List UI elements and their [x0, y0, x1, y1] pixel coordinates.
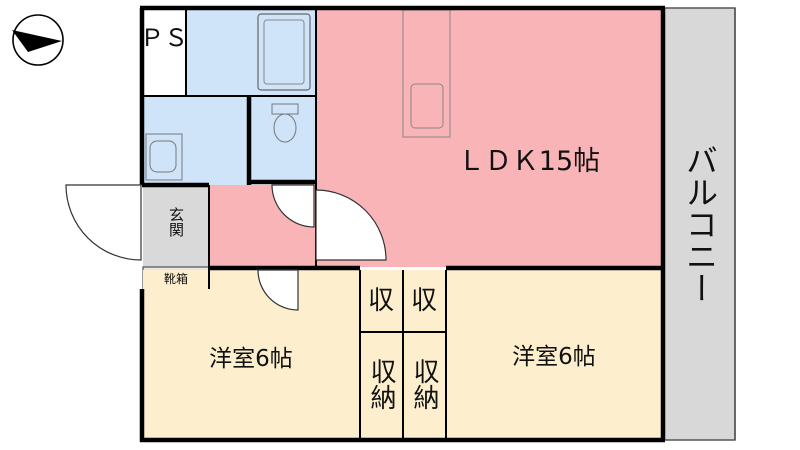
kitchen-sink	[410, 83, 444, 129]
bedroom-door-swing	[257, 269, 299, 311]
north-arrow-icon	[12, 14, 64, 66]
ldk-door-swing	[315, 189, 387, 261]
entrance-door-swing	[65, 184, 142, 261]
ldk-label: ＬＤＫ15帖	[458, 146, 600, 177]
bedroom-east-area	[446, 270, 663, 440]
ps-label: ＰＳ	[140, 24, 188, 52]
toilet-area	[249, 96, 316, 182]
closet-1-label: 収納	[366, 358, 396, 410]
storage-2-label: 収	[411, 286, 437, 316]
balcony-area	[662, 7, 736, 441]
bedroom-east-label: 洋室6帖	[512, 344, 596, 370]
entrance-area	[143, 185, 209, 267]
toilet-fixture	[271, 103, 299, 143]
bathroom-area	[186, 10, 316, 96]
bathtub	[257, 13, 311, 91]
balcony-label: バルコニー	[681, 144, 719, 304]
bedroom-west-label: 洋室6帖	[209, 346, 293, 372]
closet-2-label: 収納	[409, 358, 439, 410]
shoe-box-label: 靴箱	[164, 271, 188, 286]
ps-area	[143, 10, 186, 96]
bedroom-west-area	[143, 270, 360, 440]
storage-1-label: 収	[368, 286, 394, 316]
genkan-label: 玄関	[167, 207, 185, 238]
wash-basin	[145, 133, 183, 181]
toilet-door-swing	[271, 184, 315, 228]
